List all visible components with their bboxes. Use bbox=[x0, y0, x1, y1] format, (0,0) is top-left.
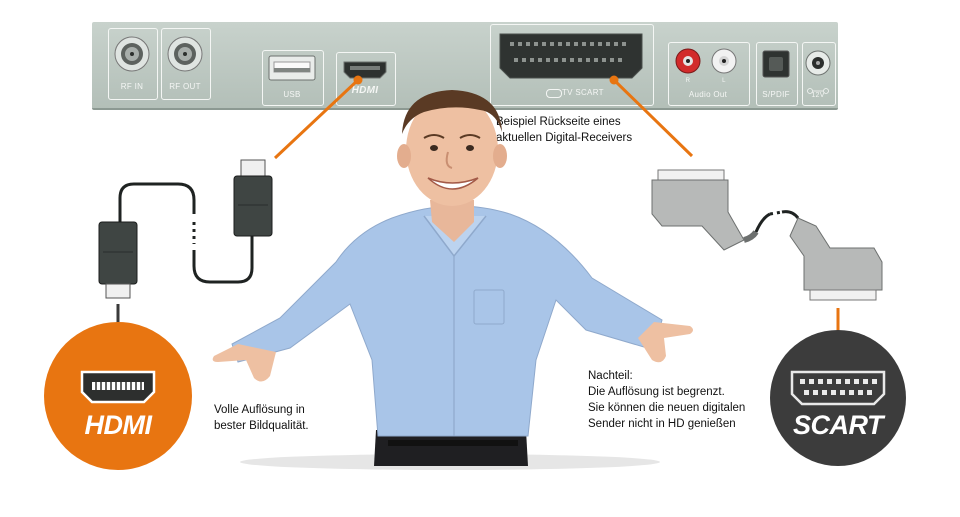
spdif-label: S/PDIF bbox=[762, 90, 790, 99]
hdmi-pointer-dot bbox=[353, 75, 363, 85]
receiver-caption: Beispiel Rückseite eines aktuellen Digit… bbox=[496, 114, 632, 146]
scart-caption-line4: Sender nicht in HD genießen bbox=[588, 418, 736, 430]
scart-port-frame bbox=[490, 24, 654, 106]
scart-badge-connector-icon bbox=[790, 370, 886, 406]
hdmi-port-frame bbox=[336, 52, 396, 106]
usb-frame bbox=[262, 50, 324, 106]
receiver-caption-line1: Beispiel Rückseite eines bbox=[496, 116, 621, 128]
rf-out-label: RF OUT bbox=[169, 82, 201, 91]
hdmi-port-label: HDMI bbox=[351, 85, 379, 96]
hdmi-badge-connector-icon bbox=[80, 370, 156, 404]
scart-caption-line2: Die Auflösung ist begrenzt. bbox=[588, 386, 725, 398]
audio-jacks-icon bbox=[675, 48, 737, 74]
scart-port-label: TV SCART bbox=[562, 88, 604, 97]
scart-badge-label: SCART bbox=[792, 410, 884, 440]
audio-right-label: R bbox=[685, 78, 691, 84]
usb-port-icon bbox=[268, 55, 316, 81]
rf-in-frame bbox=[108, 28, 158, 100]
scart-caption-line3: Sie können die neuen digitalen bbox=[588, 402, 746, 414]
scart-port-icon bbox=[499, 33, 643, 79]
power-jack-icon bbox=[805, 50, 831, 76]
scart-cable-icon bbox=[651, 169, 883, 301]
receiver-caption-line2: aktuellen Digital-Receivers bbox=[496, 132, 633, 144]
hdmi-caption-line1: Volle Auflösung in bbox=[214, 404, 305, 416]
presenter-person-icon bbox=[212, 90, 693, 470]
audio-left-label: L bbox=[722, 78, 726, 84]
audio-out-label: Audio Out bbox=[688, 90, 728, 99]
scart-caption: Nachteil: Die Auflösung ist begrenzt. Si… bbox=[588, 368, 745, 432]
audio-out-frame bbox=[668, 42, 750, 106]
hdmi-cable-icon bbox=[98, 159, 273, 299]
scart-caption-line1: Nachteil: bbox=[588, 370, 633, 382]
spdif-port-icon bbox=[762, 50, 790, 78]
rf-in-label: RF IN bbox=[120, 82, 144, 91]
power-frame bbox=[802, 42, 836, 106]
power-label: 12V bbox=[811, 92, 825, 99]
spdif-frame bbox=[756, 42, 798, 106]
hdmi-caption-line2: bester Bildqualität. bbox=[214, 420, 309, 432]
hdmi-pointer-line bbox=[273, 78, 360, 160]
hdmi-badge-label: HDMI bbox=[84, 410, 153, 440]
usb-label: USB bbox=[283, 90, 301, 99]
rf-connectors-icon bbox=[114, 36, 203, 72]
tv-icon bbox=[546, 89, 562, 98]
scart-pointer-dot bbox=[609, 75, 619, 85]
scart-pointer-line bbox=[612, 78, 694, 158]
hdmi-port-icon bbox=[343, 61, 387, 79]
rf-out-frame bbox=[161, 28, 211, 100]
hdmi-caption: Volle Auflösung in bester Bildqualität. bbox=[214, 402, 309, 434]
polarity-icon bbox=[805, 82, 831, 94]
